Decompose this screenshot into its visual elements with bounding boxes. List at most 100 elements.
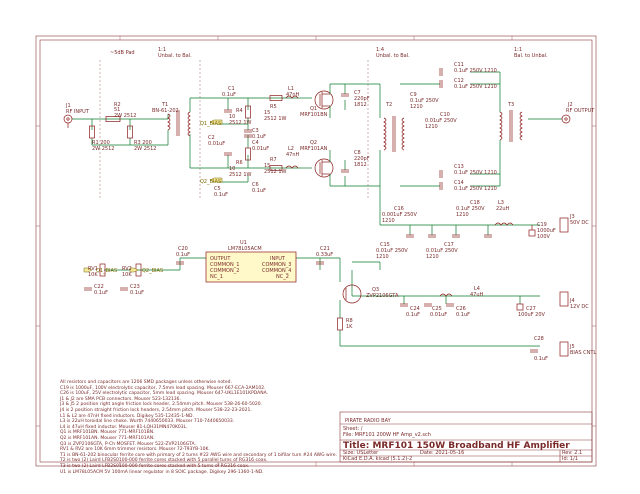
q1-value: MRF101BN: [300, 112, 328, 118]
c10-ref: C10: [440, 112, 450, 118]
c14-ref: C14: [454, 180, 464, 186]
j2-ref: J2: [568, 102, 573, 108]
c7-value: 220pF 1812: [354, 96, 370, 108]
c27-value: 100uF 20V: [518, 312, 545, 318]
c20-value: 0.1uF: [176, 252, 190, 258]
q1-ref: Q1: [310, 106, 318, 112]
r1-label: R1 200 2W 2512: [92, 140, 115, 152]
u1-pin-nc2: NC_2: [276, 274, 289, 280]
u1-pin-common2: COMMON_2: [210, 268, 240, 274]
drain-wiring: [329, 71, 562, 235]
t1-transformer-symbol: [167, 110, 191, 137]
u1-pin-common4: COMMON_4: [262, 268, 292, 274]
c18-value: 0.1uF 250V 1210: [456, 206, 485, 218]
title-block: [339, 411, 593, 463]
c20-ref: C20: [178, 246, 188, 252]
u1-ref: U1: [240, 240, 247, 246]
c3-value: 0.1uF: [252, 134, 266, 140]
pad-heading: ~5dB Pad: [110, 50, 135, 56]
c24-value: 0.1uF: [406, 312, 420, 318]
c2-value: 0.01uF: [208, 141, 226, 147]
c7-ref: C7: [354, 90, 361, 96]
c2-ref: C2: [208, 135, 215, 141]
bias-wiring: [104, 257, 540, 347]
rv2-value: 10K: [122, 272, 132, 278]
j1-connector-symbol: [63, 114, 73, 128]
c1-ref: C1: [228, 86, 235, 92]
c12-ref: C12: [454, 78, 464, 84]
c8-ref: C8: [354, 150, 361, 156]
t1-ratio-heading: 1:1: [158, 47, 167, 53]
rv1-ref: RV1: [88, 266, 98, 272]
r8-value: 1K: [346, 324, 353, 330]
r5-value: 15 2512 1W: [264, 110, 287, 122]
r2-ref: R2: [114, 102, 121, 108]
company-name: PIRATE RADIO BAY: [345, 418, 391, 424]
j5-ref: J5: [570, 344, 575, 350]
c11-ref: C11: [454, 62, 464, 68]
t1-value: BN-61-202: [152, 108, 179, 114]
input-resistors: [89, 116, 133, 139]
net-q2-bias-trim: Q2_BIAS: [142, 268, 164, 274]
j3-value: 50V DC: [570, 220, 589, 226]
c16-ref: C16: [394, 206, 404, 212]
l3-ref: L3: [498, 200, 504, 206]
u1-value: LM78L05ACM: [228, 246, 262, 252]
rv2-ref: RV2: [122, 266, 132, 272]
drain-parts: [341, 68, 571, 238]
u1-pin-input: INPUT: [270, 256, 285, 262]
c3-ref: C3: [252, 128, 259, 134]
c8-value: 220pF 1812: [354, 156, 370, 168]
t3-type-heading: Bal. to Unbal.: [514, 53, 548, 59]
l3-value: 22uH: [496, 206, 510, 212]
t1-ref: T1: [162, 102, 169, 108]
c26-ref: C26: [456, 306, 466, 312]
c1-value: 0.1uF: [222, 92, 236, 98]
u1-pin-common1: COMMON_1: [210, 262, 240, 268]
c18-ref: C18: [470, 200, 480, 206]
c4-ref: C4: [252, 140, 259, 146]
sheet-path: Sheet: /: [343, 426, 363, 432]
rf-input-section: [72, 97, 300, 169]
c22-ref: C22: [94, 284, 104, 290]
c13-ref: C13: [454, 164, 464, 170]
r6-value: 10 2512 1W: [229, 166, 252, 178]
q2-ref: Q2: [310, 140, 318, 146]
l4-value: 47uH: [470, 292, 484, 298]
u1-pin-output: OUTPUT: [210, 256, 231, 262]
regulator-u1-body: [205, 251, 297, 283]
paper-size: Size: USLetter: [343, 450, 379, 456]
c6-value: 0.1uF: [252, 188, 266, 194]
t2-ref: T2: [386, 102, 393, 108]
c12-value: 0.1uF 250V 1210: [454, 84, 497, 90]
c26-value: 0.1uF: [456, 312, 470, 318]
output-mosfets: [314, 90, 334, 178]
c22-value: 0.1uF: [94, 290, 108, 296]
u1-pin-nc1: NC_1: [210, 274, 223, 280]
c23-ref: C23: [130, 284, 140, 290]
q3-ref: Q3: [372, 287, 380, 293]
t1-type-heading: Unbal. to Bal.: [158, 53, 192, 59]
t3-ref: T3: [508, 102, 515, 108]
j4-value: 12V DC: [570, 304, 589, 310]
c17-ref: C17: [444, 242, 454, 248]
l1-ref: L1: [288, 86, 294, 92]
rv1-value: 10K: [88, 272, 98, 278]
c14-value: 0.1uF 250V 1210: [454, 186, 497, 192]
j3-ref: J3: [570, 214, 575, 220]
c11-value: 0.1uF 250V 1210: [454, 68, 497, 74]
r4-value: 10 2512 1W: [229, 114, 252, 126]
net-flags: [83, 119, 223, 273]
c25-value: 0.01uF: [430, 312, 448, 318]
c23-value: 0.1uF: [130, 290, 144, 296]
r6-ref: R6: [236, 160, 243, 166]
c17-value: 0.01uF 250V 1210: [426, 248, 458, 260]
section-dividers: [99, 60, 369, 200]
c9-value: 0.1uF 250V 1210: [410, 98, 439, 110]
c5-ref: C5: [214, 186, 221, 192]
r3-label: R3 200 2W 2512: [134, 140, 157, 152]
c15-value: 0.01uF 250V 1210: [376, 248, 408, 260]
c15-ref: C15: [380, 242, 390, 248]
assembly-notes: All resistors and capacitors are 1206 SM…: [60, 380, 337, 475]
